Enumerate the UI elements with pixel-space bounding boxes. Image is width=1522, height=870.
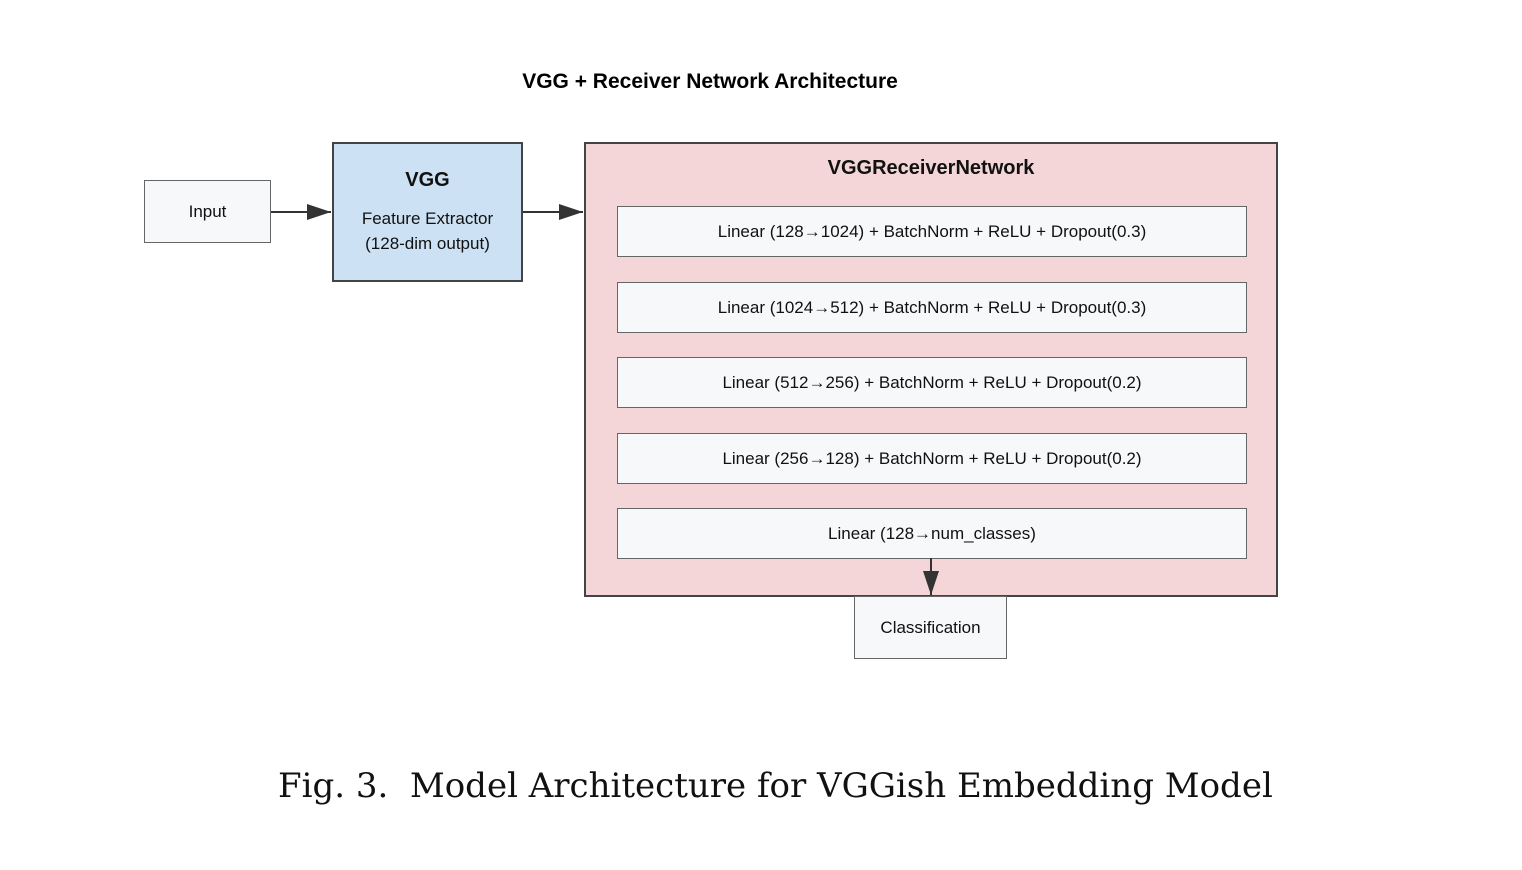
vgg-heading: VGG (405, 168, 450, 191)
network-title: VGGReceiverNetwork (827, 157, 1035, 179)
vgg-node: VGG Feature Extractor (128-dim output) (332, 142, 523, 282)
classification-node: Classification (854, 596, 1007, 659)
receiver-network-container: VGGReceiverNetwork Linear (128→1024) + B… (584, 142, 1278, 597)
diagram-title: VGG + Receiver Network Architecture (522, 70, 898, 93)
vgg-desc-line2: (128-dim output) (365, 233, 490, 253)
input-label: Input (188, 201, 227, 221)
layer-2: Linear (1024→512) + BatchNorm + ReLU + D… (617, 282, 1247, 333)
input-node: Input (144, 180, 271, 243)
layer-3: Linear (512→256) + BatchNorm + ReLU + Dr… (617, 357, 1247, 408)
layer-4: Linear (256→128) + BatchNorm + ReLU + Dr… (617, 433, 1247, 484)
layer-5: Linear (128→num_classes) (617, 508, 1247, 559)
vgg-desc-line1: Feature Extractor (361, 208, 494, 228)
classification-label: Classification (880, 617, 981, 637)
layer-1: Linear (128→1024) + BatchNorm + ReLU + D… (617, 206, 1247, 257)
figure-caption: Fig. 3. Model Architecture for VGGish Em… (278, 766, 1273, 806)
